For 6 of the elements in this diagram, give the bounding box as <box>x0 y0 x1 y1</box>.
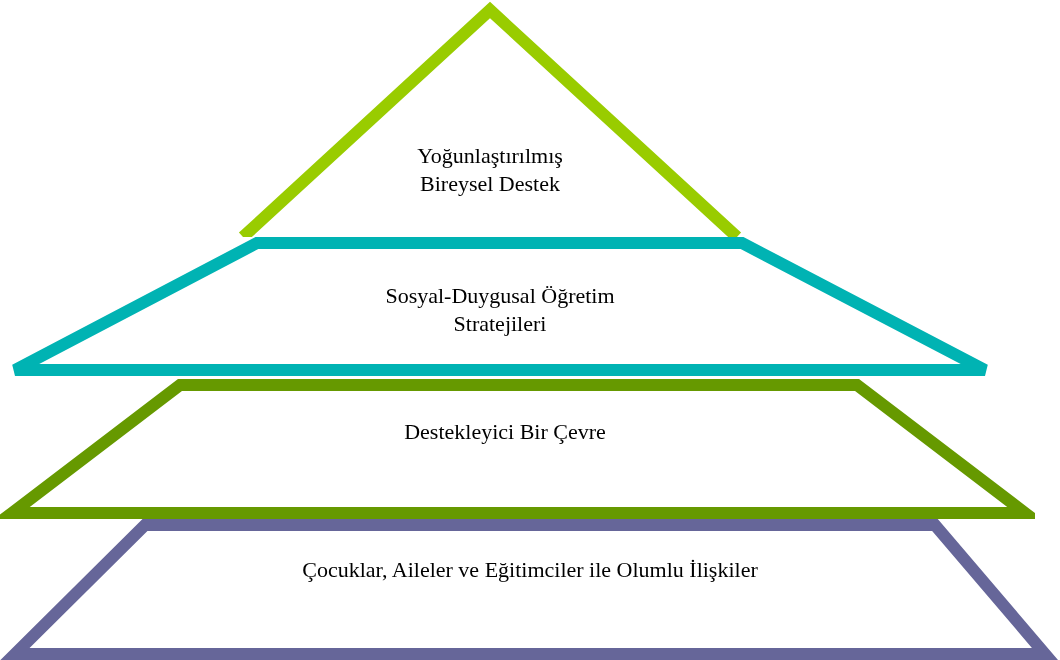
tier-label: Yoğunlaştırılmış Bireysel Destek <box>416 142 564 198</box>
pyramid-tier <box>0 518 1060 660</box>
tier-label: Çocuklar, Aileler ve Eğitimciler ile Olumlu İlişkiler <box>302 556 758 584</box>
tier-label: Destekleyici Bir Çevre <box>404 418 606 446</box>
tier-label: Sosyal-Duygusal Öğretim Stratejileri <box>384 282 616 338</box>
pyramid-tier <box>0 378 1035 520</box>
